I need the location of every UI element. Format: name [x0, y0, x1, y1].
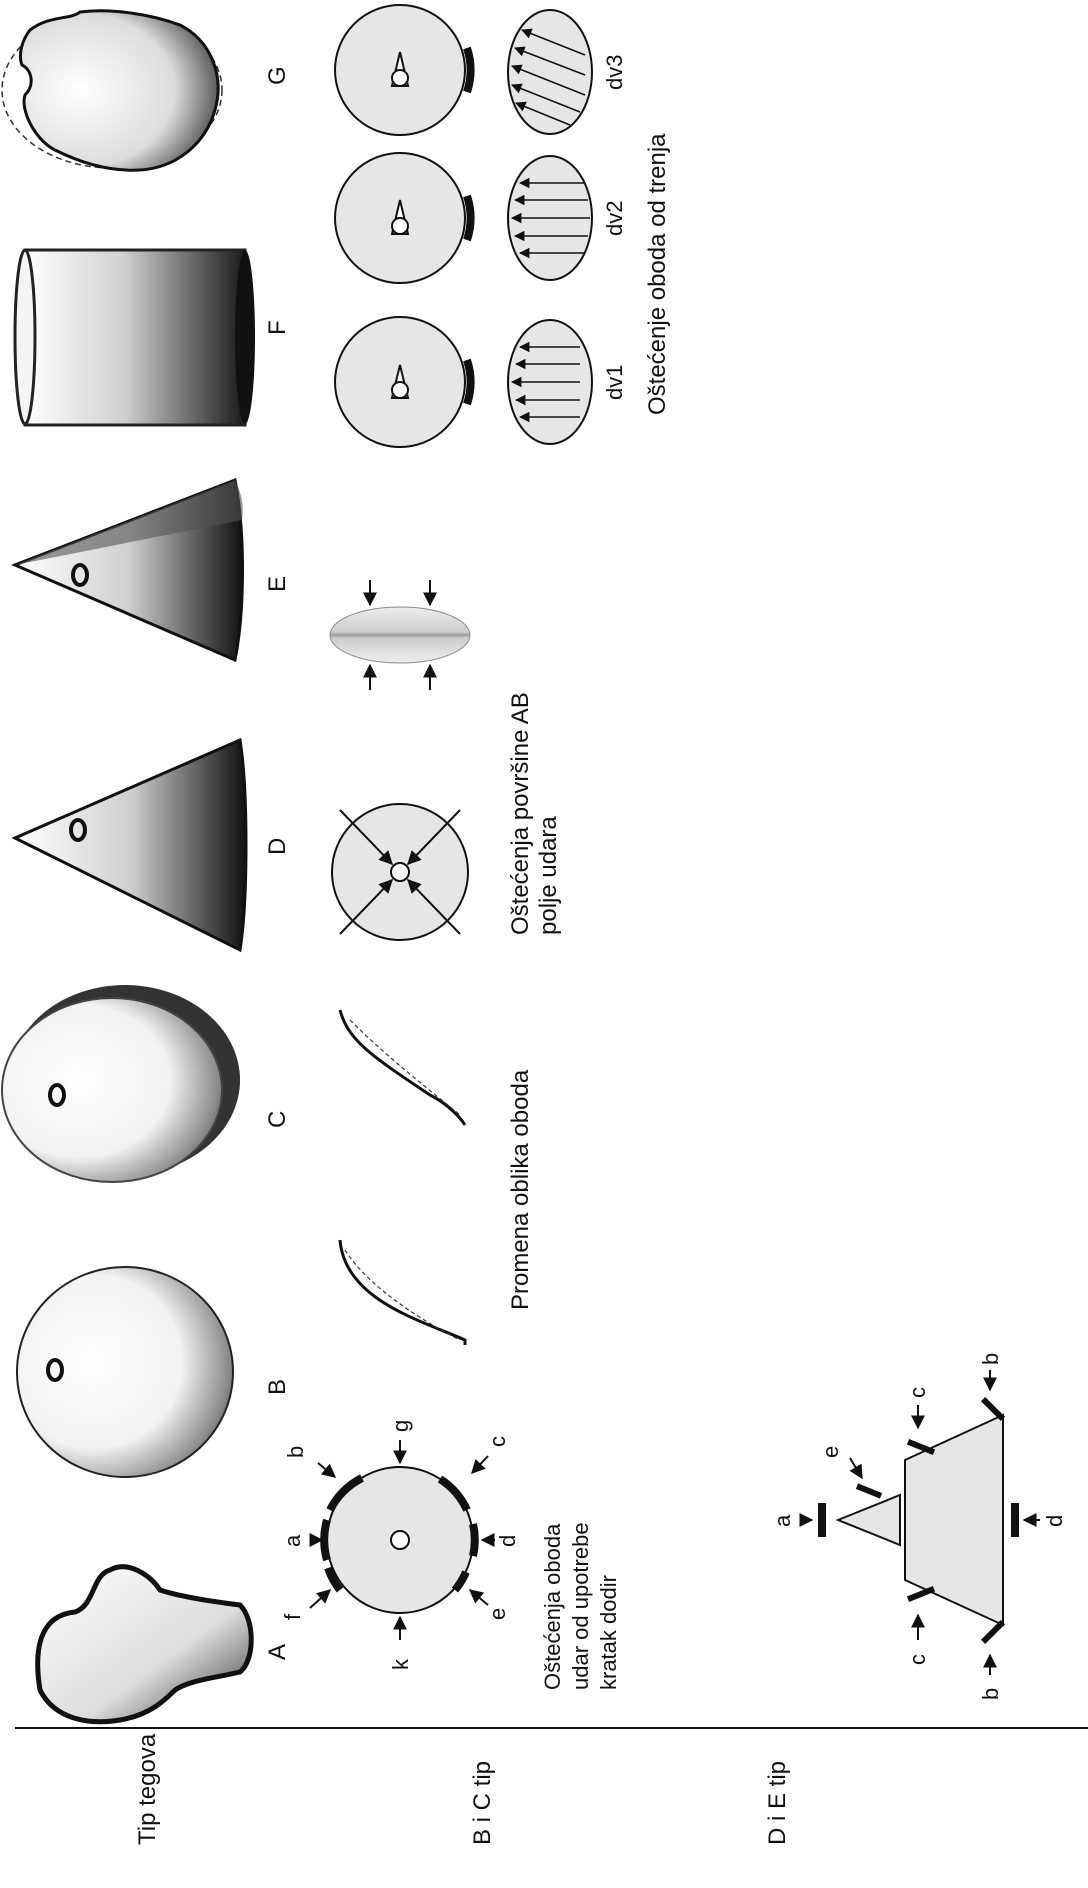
arrow-e [468, 1589, 489, 1606]
marker-b-label: b [283, 1446, 308, 1458]
rim-curve-2-original [349, 1019, 461, 1116]
surface-caption-line1: Oštećenja površine AB [507, 692, 534, 935]
arrow-b [317, 1462, 337, 1478]
weight-f-shape [23, 248, 247, 427]
friction-dv1-hole-ring [391, 381, 409, 399]
friction-dv3 [334, 4, 593, 136]
rim-bar-e [451, 1570, 470, 1593]
weight-d-hole-icon [69, 818, 87, 842]
friction-dv2-rim-bar [463, 194, 475, 242]
friction-dv3-hole-ring [391, 69, 409, 87]
de-apex-triangle [835, 1493, 901, 1547]
de-bar-d [1011, 1503, 1019, 1537]
surface-arrow-1 [339, 809, 393, 866]
weight-c-label: C [264, 1111, 291, 1128]
marker-a-label: a [280, 1534, 305, 1547]
arrow-c [471, 1455, 489, 1475]
weight-b-hole-icon [46, 1358, 64, 1382]
weight-e-hole-icon [71, 563, 89, 587]
de-bar-c-top [906, 1438, 936, 1456]
row-label-d-i-e-tip: D i E tip [764, 1761, 791, 1845]
marker-e-label: e [485, 1608, 510, 1620]
weight-a-shape [35, 1564, 254, 1725]
weight-a-label: A [264, 1644, 291, 1660]
weight-c-hole-icon [48, 1083, 66, 1107]
weight-e-edge [15, 480, 243, 565]
de-bar-b-bottom [980, 1619, 1006, 1645]
de-marker-d-label: d [1042, 1515, 1067, 1527]
de-arrow-e [849, 1457, 863, 1480]
surface-side-oval [329, 606, 471, 664]
bc-caption-line3: kratak dodir [596, 1575, 621, 1690]
surface-caption-line2: polje udara [535, 816, 562, 935]
friction-dv3-arrow [514, 46, 586, 76]
marker-g-label: g [388, 1420, 413, 1432]
friction-dv3-label: dv3 [602, 55, 627, 90]
friction-dv1-rim-bar [463, 358, 475, 406]
rim-bar-b [326, 1474, 364, 1512]
friction-dv3-arrow [511, 64, 586, 96]
de-bar-e [855, 1483, 883, 1499]
bc-caption-line2: udar od upotrebe [568, 1522, 593, 1690]
surface-arrow-2 [407, 809, 461, 866]
rim-bar-f [324, 1566, 344, 1593]
rim-curve-1-original [344, 1249, 461, 1341]
weight-f-top [13, 248, 37, 426]
de-marker-b-top-label: b [978, 1353, 1003, 1365]
friction-dv3-arrow [511, 83, 581, 113]
de-bar-c-bottom [906, 1585, 936, 1603]
de-marker-c-top-label: c [905, 1387, 930, 1398]
friction-dv2-hole-ring [391, 217, 409, 235]
marker-c-label: c [485, 1436, 510, 1447]
weight-e-label: E [264, 576, 291, 592]
marker-d-label: d [495, 1535, 520, 1547]
de-marker-a-label: a [770, 1514, 795, 1527]
bc-damage-hole-icon [390, 1530, 410, 1550]
bc-caption-line1: Oštećenja oboda [540, 1523, 565, 1690]
rim-bar-c [437, 1475, 471, 1512]
surface-damage-diagram [329, 580, 471, 941]
de-bar-a [818, 1503, 826, 1537]
friction-dv3-oval [507, 9, 593, 135]
arrow-f [309, 1589, 332, 1609]
friction-dv3-arrow [521, 28, 586, 56]
friction-dv3-arrow [515, 101, 571, 126]
surface-arrow-3 [339, 878, 393, 935]
bc-damage-diagram: a f b k g c d e [280, 1420, 520, 1670]
weight-f-bottom [235, 250, 255, 424]
rim-shape-diagram [338, 1009, 467, 1345]
rim-bar-d [469, 1523, 479, 1557]
weight-b-label: B [264, 1379, 291, 1395]
friction-dv1-label: dv1 [602, 365, 627, 400]
weight-g-shape [18, 9, 220, 172]
row-label-tip-tegova: Tip tegova [134, 1733, 161, 1845]
de-bar-b-top [980, 1396, 1006, 1422]
rim-shape-caption: Promena oblika oboda [507, 1069, 534, 1310]
surface-hole-icon [390, 862, 410, 882]
marker-k-label: k [388, 1658, 413, 1670]
row-label-b-i-c-tip: B i C tip [469, 1761, 496, 1845]
friction-dv1 [334, 316, 593, 448]
friction-dv2-label: dv2 [602, 201, 627, 236]
weight-d-shape [11, 737, 248, 953]
rim-curve-2 [338, 1009, 467, 1126]
weight-g-label: G [264, 66, 291, 85]
weight-b-shape [16, 1266, 234, 1478]
rim-curve-1 [338, 1239, 467, 1345]
surface-arrow-4 [407, 878, 461, 935]
de-marker-e-label: e [818, 1446, 843, 1458]
weight-f-label: F [264, 320, 291, 335]
friction-dv3-rim-bar [463, 46, 475, 94]
de-damage-diagram: a e c b d c b [770, 1353, 1067, 1700]
weight-c-shape [1, 997, 223, 1183]
de-marker-b-bottom-label: b [978, 1688, 1003, 1700]
weight-d-label: D [264, 838, 291, 855]
friction-dv2 [334, 152, 593, 284]
rim-bar-a [320, 1518, 331, 1562]
de-marker-c-bottom-label: c [905, 1654, 930, 1665]
marker-f-label: f [280, 1613, 305, 1620]
friction-caption: Oštećenje oboda od trenja [644, 133, 671, 415]
